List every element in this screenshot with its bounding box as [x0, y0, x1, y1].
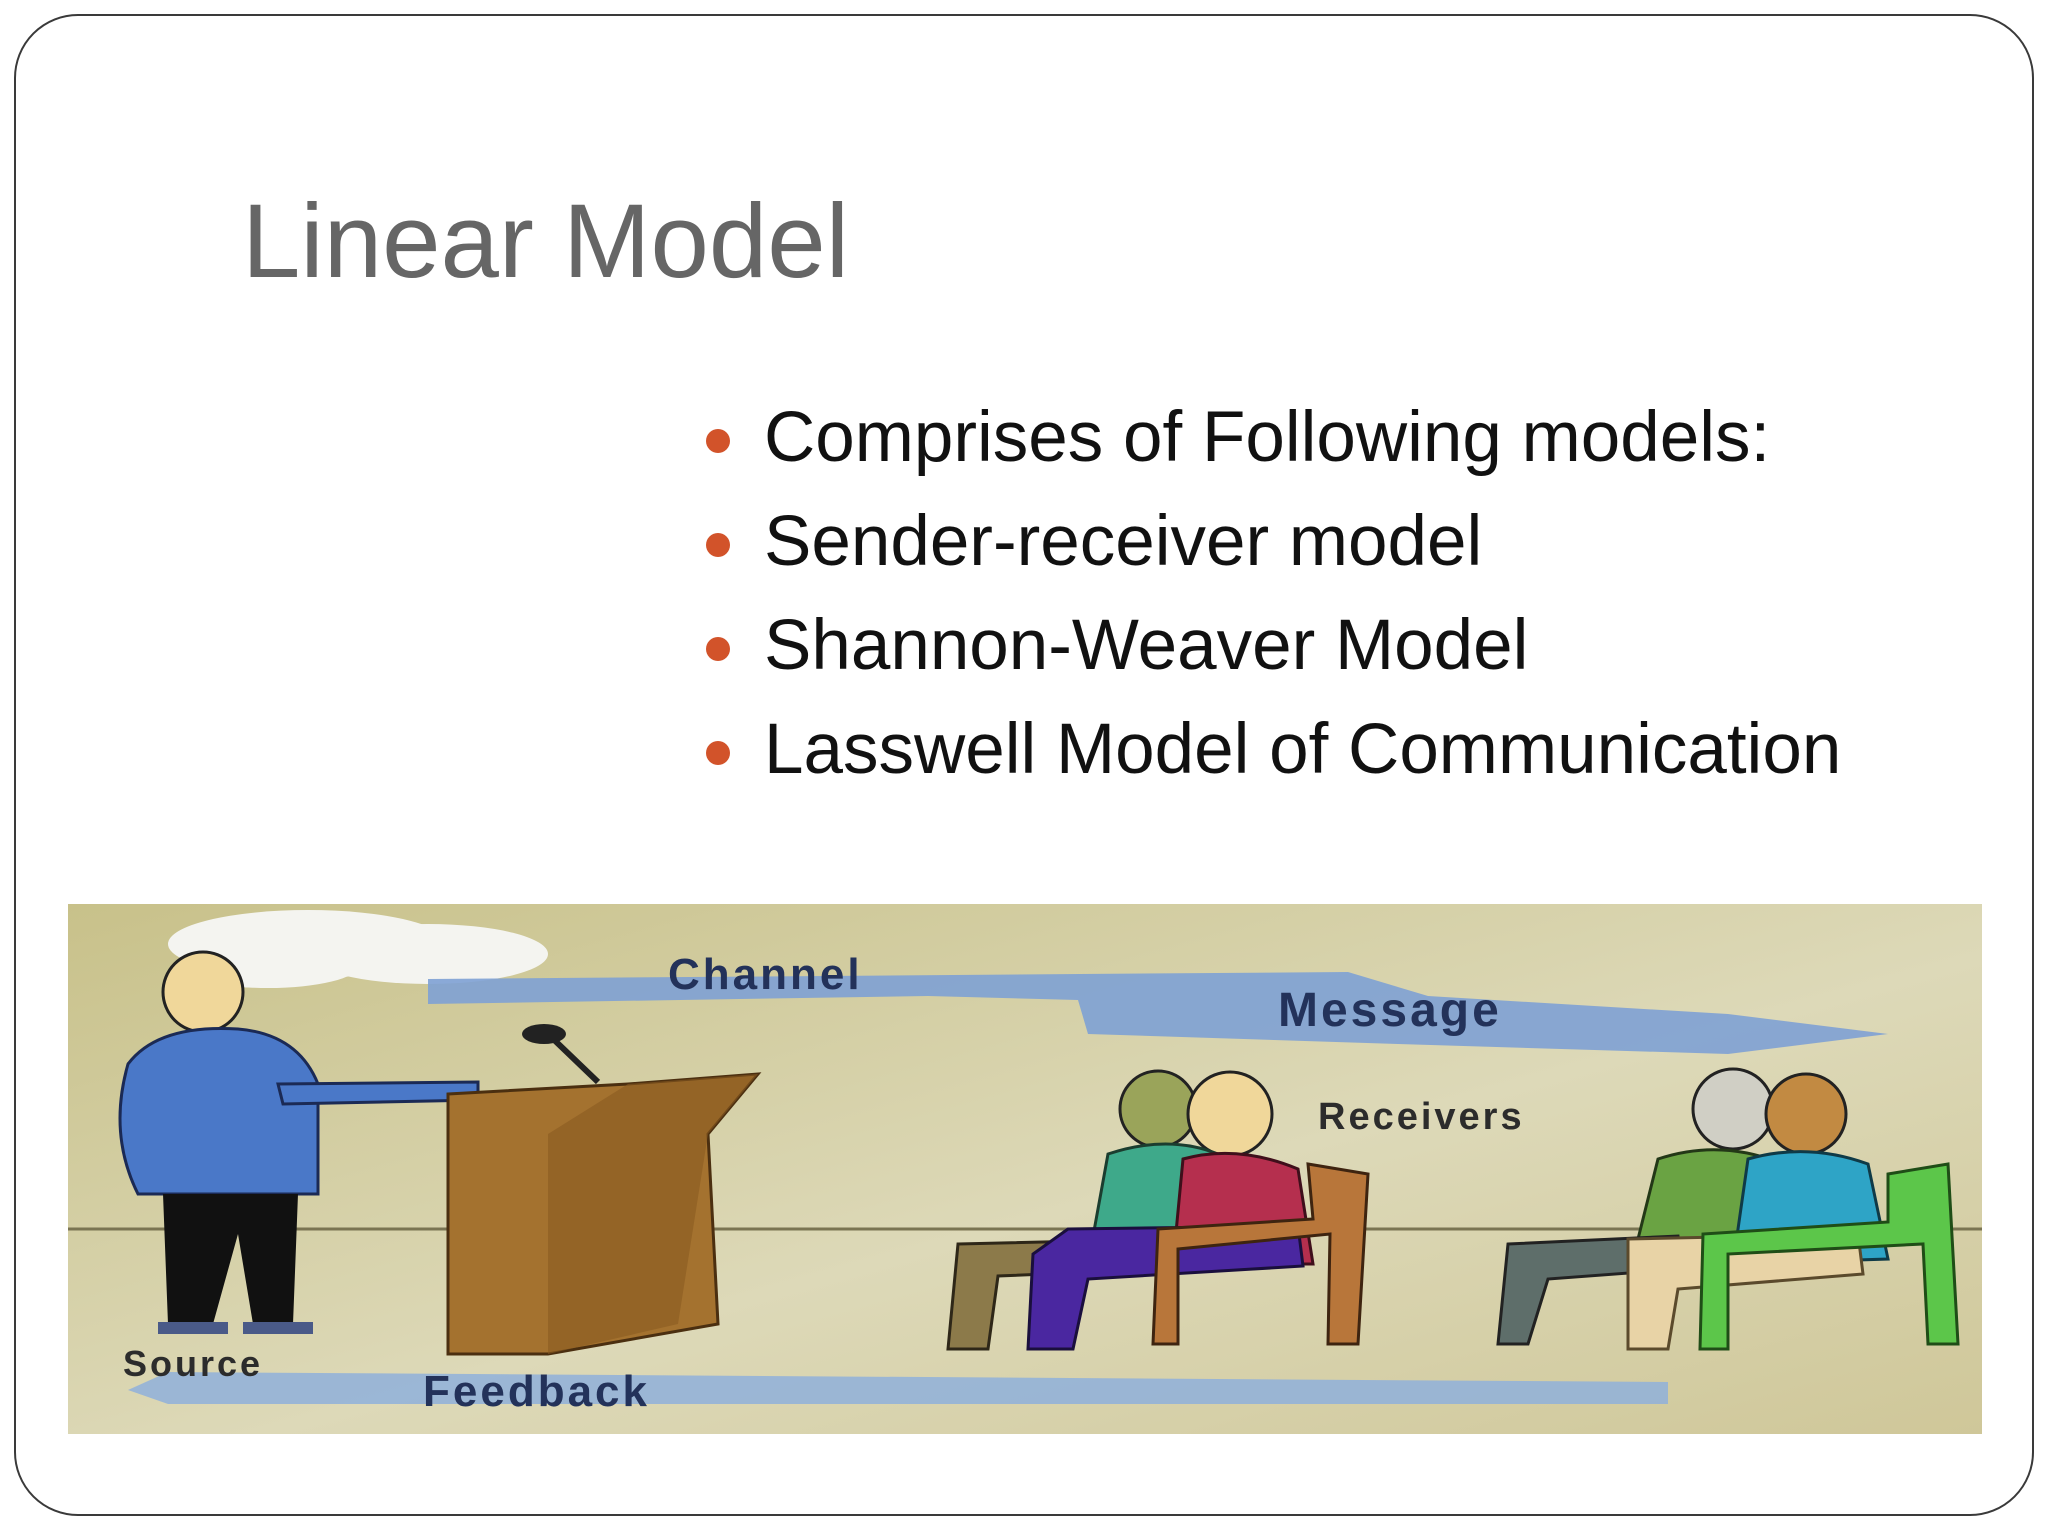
receivers-label: Receivers [1318, 1096, 1525, 1138]
speaker-figure [118, 950, 480, 1334]
bullet-dot-icon [706, 637, 730, 661]
channel-arrow-shape [428, 972, 1888, 1054]
feedback-label: Feedback [423, 1367, 650, 1416]
receiver-group-right [1496, 1067, 1960, 1351]
bullet-dot-icon [706, 741, 730, 765]
bullet-text: Comprises of Following models: [764, 398, 1771, 477]
channel-label: Channel [668, 950, 863, 999]
bullet-item: Shannon-Weaver Model [706, 594, 1841, 698]
bullet-item: Lasswell Model of Communication [706, 698, 1841, 802]
bullet-item: Comprises of Following models: [706, 386, 1841, 490]
microphone-icon [522, 1024, 601, 1085]
podium [446, 1072, 762, 1356]
bullet-list: Comprises of Following models: Sender-re… [706, 386, 1841, 802]
receiver-group-left [946, 1069, 1370, 1351]
communication-illustration: Channel Message Receivers Source Feedbac… [68, 904, 1982, 1434]
message-label: Message [1278, 984, 1502, 1037]
bullet-dot-icon [706, 533, 730, 557]
bullet-text: Shannon-Weaver Model [764, 606, 1529, 685]
bullet-text: Lasswell Model of Communication [764, 710, 1842, 789]
feedback-arrow-shape [128, 1372, 1668, 1404]
bullet-text: Sender-receiver model [764, 502, 1483, 581]
slide-title: Linear Model [242, 183, 850, 300]
bullet-item: Sender-receiver model [706, 490, 1841, 594]
speech-cloud [168, 910, 548, 988]
bullet-dot-icon [706, 429, 730, 453]
source-label: Source [123, 1343, 263, 1384]
